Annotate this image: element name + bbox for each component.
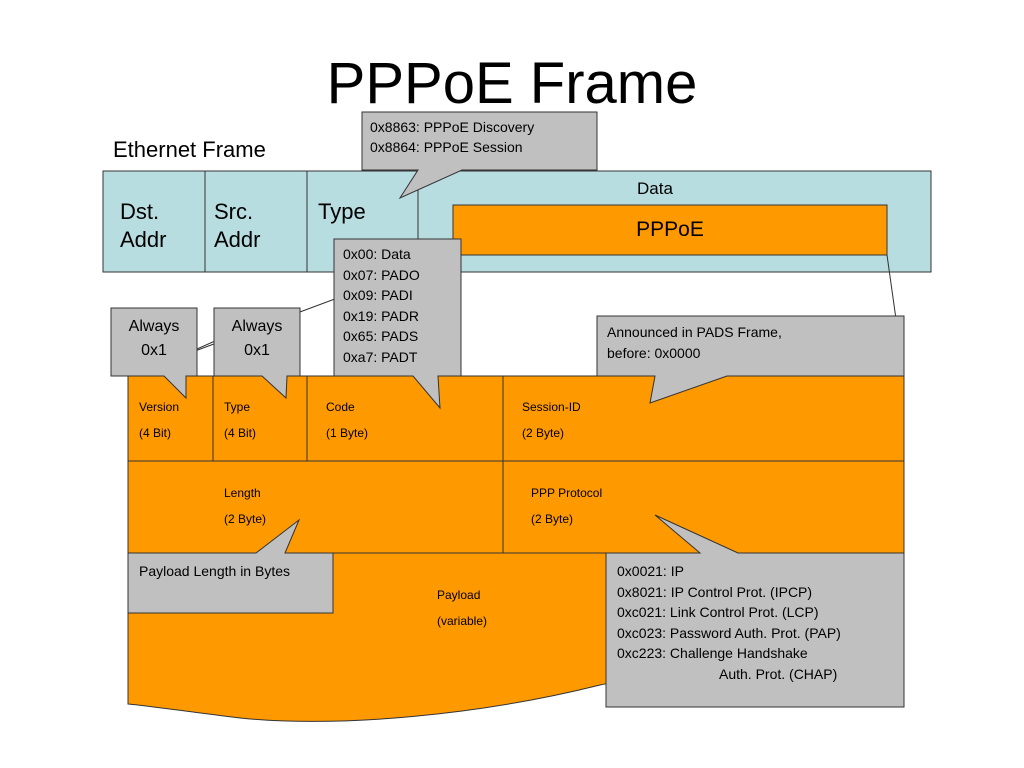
session-id-size: (2 Byte) <box>522 426 565 440</box>
version-name: Version <box>139 400 180 414</box>
protocol-line: Auth. Prot. (CHAP) <box>719 665 838 682</box>
callout-payload-length: Payload Length in Bytes <box>139 563 290 579</box>
code-line: 0x65: PADS <box>343 328 419 345</box>
ethertype-line: 0x8863: PPPoE Discovery <box>370 119 535 135</box>
length-size: (2 Byte) <box>224 512 267 526</box>
type-always-line: 0x1 <box>244 342 270 359</box>
pppoe-header-row2 <box>127 460 905 554</box>
callout-session-note: Announced in PADS Frame, before: 0x0000 <box>607 322 782 364</box>
callout-version-always: Always 0x1 <box>111 315 197 363</box>
protocol-line: 0xc023: Password Auth. Prot. (PAP) <box>617 624 841 641</box>
callout-ethertype: 0x8863: PPPoE Discovery 0x8864: PPPoE Se… <box>370 117 534 157</box>
code-line: 0x09: PADI <box>343 287 413 304</box>
data-label: Data <box>637 179 673 198</box>
type-size: (4 Bit) <box>224 426 257 440</box>
callout-codes: 0x00: Data 0x07: PADO 0x09: PADI 0x19: P… <box>343 244 420 368</box>
callout-protocols: 0x0021: IP 0x8021: IP Control Prot. (IPC… <box>617 561 841 684</box>
payload-size: (variable) <box>437 614 488 628</box>
type-name: Type <box>224 400 251 414</box>
dst-addr-line2: Addr <box>120 227 167 252</box>
session-note-line: before: 0x0000 <box>607 345 701 361</box>
protocol-line: 0xc223: Challenge Handshake <box>617 645 808 661</box>
callout-type-always: Always 0x1 <box>214 315 300 363</box>
callout-protocols-shape <box>605 514 905 708</box>
ppp-protocol-size: (2 Byte) <box>531 512 574 526</box>
ppp-protocol-name: PPP Protocol <box>531 486 603 500</box>
version-size: (4 Bit) <box>139 426 172 440</box>
src-addr-field: Src. Addr <box>214 198 260 254</box>
pppoe-label: PPPoE <box>636 218 704 241</box>
callout-codes-shape <box>333 238 462 410</box>
version-always-line: Always <box>128 318 180 335</box>
code-line: 0x00: Data <box>343 246 411 262</box>
src-addr-line1: Src. <box>214 199 254 224</box>
code-size: (1 Byte) <box>326 426 369 440</box>
ethertype-line: 0x8864: PPPoE Session <box>370 139 523 155</box>
page-title: PPPoE Frame <box>326 51 698 116</box>
pppoe-header-row1 <box>127 375 905 462</box>
session-id-name: Session-ID <box>522 400 581 414</box>
dst-addr-field: Dst. Addr <box>120 198 166 254</box>
src-addr-line2: Addr <box>214 227 261 252</box>
protocol-line: 0x8021: IP Control Prot. (IPCP) <box>617 583 813 600</box>
version-always-line: 0x1 <box>141 342 167 359</box>
session-note-line: Announced in PADS Frame, <box>607 324 782 340</box>
callout-version-shape <box>110 307 198 400</box>
code-line: 0x19: PADR <box>343 307 419 324</box>
dst-addr-line1: Dst. <box>120 199 160 224</box>
type-always-line: Always <box>231 318 283 335</box>
protocol-line: 0x0021: IP <box>617 563 684 579</box>
pppoe-inner-box <box>452 204 888 256</box>
callout-length-shape <box>127 518 334 614</box>
ethernet-frame-label: Ethernet Frame <box>113 137 266 162</box>
code-name: Code <box>326 400 355 414</box>
code-line: 0xa7: PADT <box>343 348 418 365</box>
code-line: 0x07: PADO <box>343 266 420 283</box>
payload-name: Payload <box>437 588 481 602</box>
protocol-line: 0xc021: Link Control Prot. (LCP) <box>617 604 819 620</box>
callout-ethertype-shape <box>361 111 598 200</box>
callout-type-shape <box>213 307 301 400</box>
length-name: Length <box>224 486 261 500</box>
callout-session-shape <box>596 315 905 404</box>
version-pointer-line <box>196 340 216 350</box>
type-field: Type <box>318 199 366 224</box>
